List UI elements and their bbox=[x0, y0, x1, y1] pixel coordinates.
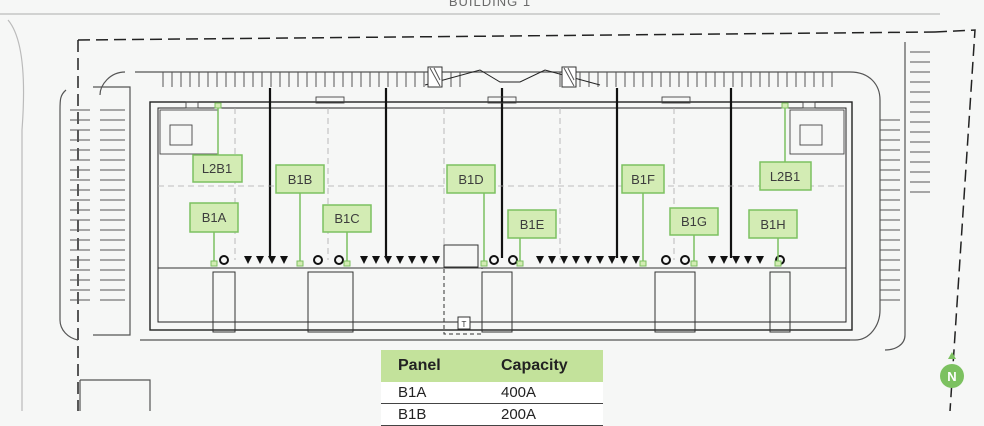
site-plan: BUILDING 1 bbox=[0, 0, 976, 411]
panel-label: B1F bbox=[631, 172, 655, 187]
svg-text:T: T bbox=[462, 320, 467, 329]
building-label: BUILDING 1 bbox=[449, 0, 531, 9]
site-outline bbox=[0, 13, 976, 411]
legend-row-capacity: 400A bbox=[501, 384, 537, 401]
panel-label-box bbox=[275, 164, 325, 194]
panel-label: B1D bbox=[458, 172, 483, 187]
panel-label: L2B1 bbox=[770, 169, 800, 184]
panel-label: B1B bbox=[288, 172, 313, 187]
dock-area: T bbox=[158, 244, 846, 335]
legend-header-capacity: Capacity bbox=[501, 357, 568, 374]
panel-labels: L2B1 B1A B1B B1C B1D B1E B1F B1G B1H L2B… bbox=[202, 161, 800, 232]
legend-header-panel: Panel bbox=[398, 357, 441, 374]
panel-label-box bbox=[189, 202, 239, 233]
panel-label: L2B1 bbox=[202, 161, 232, 176]
panel-label-box bbox=[748, 209, 798, 239]
panel-label-box bbox=[507, 209, 557, 239]
panel-label-box bbox=[446, 164, 496, 194]
panel-label: B1G bbox=[681, 214, 707, 229]
panel-label-box bbox=[192, 154, 243, 183]
compass-label: N bbox=[947, 369, 956, 384]
panel-label: B1A bbox=[202, 210, 227, 225]
panel-label-box bbox=[669, 207, 719, 236]
legend-row-panel: B1A bbox=[398, 384, 427, 401]
legend-header: Panel Capacity bbox=[381, 350, 603, 382]
parking-stalls bbox=[70, 51, 930, 301]
legend-row-panel: B1B bbox=[398, 406, 427, 423]
legend-row: B1A 400A bbox=[381, 382, 603, 404]
panel-endpoints bbox=[210, 102, 789, 267]
panel-label: B1E bbox=[520, 217, 545, 232]
legend-row: B1B 200A bbox=[381, 404, 603, 426]
dock-doors bbox=[244, 256, 764, 264]
capacity-legend: Panel Capacity B1A 400A B1B 200A bbox=[381, 350, 603, 426]
north-arrow-icon: N bbox=[940, 352, 964, 388]
column-grid bbox=[158, 108, 846, 260]
panel-label-box bbox=[621, 164, 665, 194]
panel-label-box bbox=[759, 161, 812, 191]
panel-leaders bbox=[213, 103, 786, 264]
legend-row-capacity: 200A bbox=[501, 406, 537, 423]
panel-label: B1C bbox=[334, 211, 359, 226]
demising-walls bbox=[268, 88, 733, 258]
panel-label-box bbox=[322, 204, 372, 233]
panel-label: B1H bbox=[760, 217, 785, 232]
panel-label-boxes bbox=[189, 154, 812, 239]
